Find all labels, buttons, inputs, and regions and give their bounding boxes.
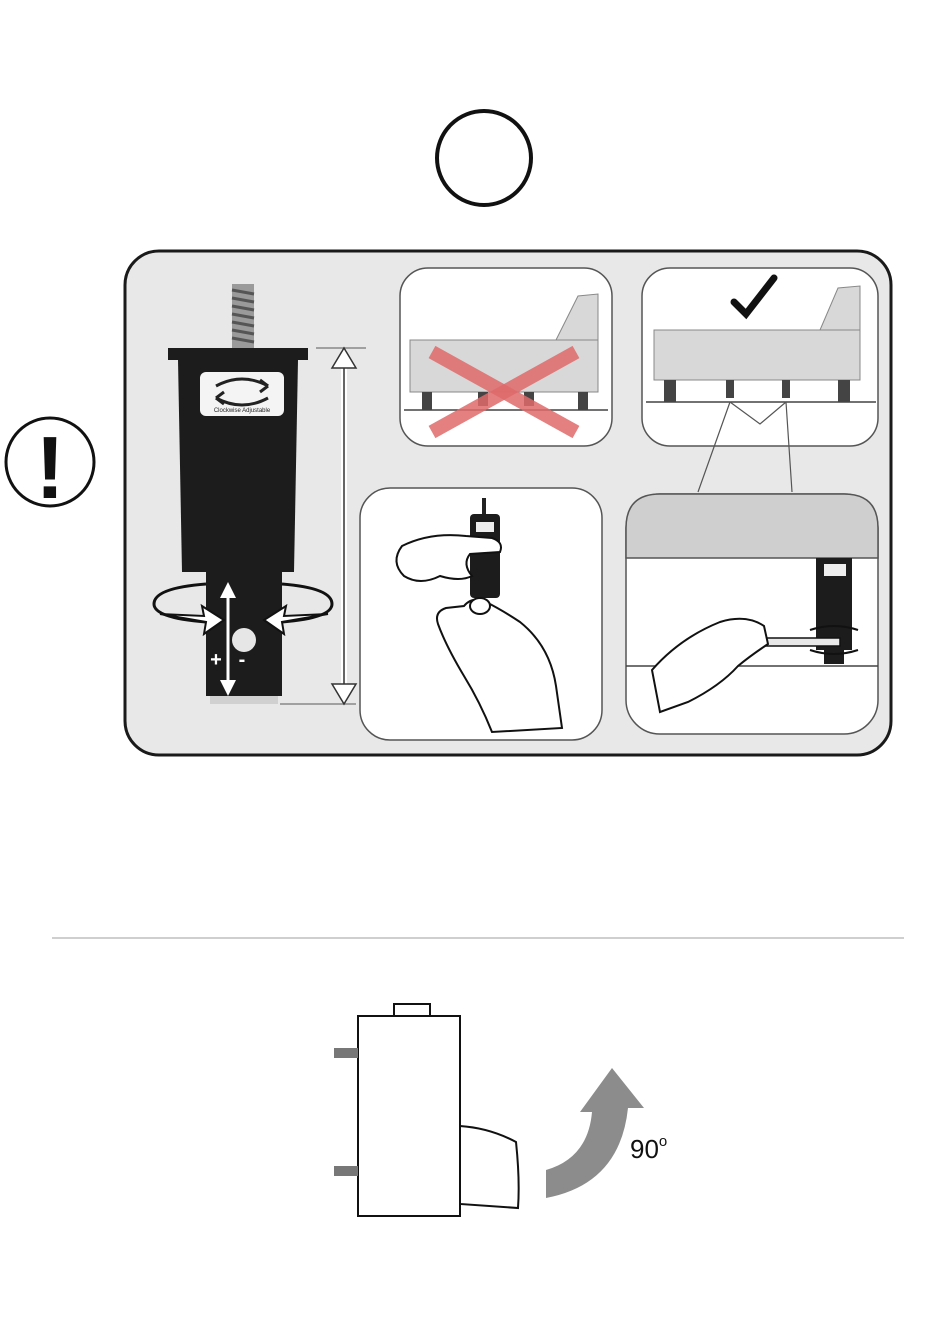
hand-screw-leg-panel: [360, 488, 602, 740]
plus-sign: +: [210, 649, 222, 671]
warning-symbol: !: [35, 418, 64, 510]
rotate-arrow-icon: [546, 1068, 644, 1198]
minus-sign: -: [239, 649, 246, 671]
threaded-bolt: [232, 284, 254, 350]
leg-label-text: Clockwise Adjustable: [214, 408, 271, 414]
rotation-angle: 90o: [630, 1133, 667, 1164]
leg-top-plate: [168, 348, 308, 360]
warning-icon: !: [2, 414, 98, 510]
mounting-block: [334, 1004, 519, 1216]
step-number-circle: [432, 106, 536, 210]
section-divider: [52, 937, 904, 939]
leg-foot-pad: [210, 696, 278, 704]
wrench-tighten-panel: [626, 494, 878, 734]
wrong-leg-placement-panel: [400, 268, 612, 446]
leg-adjustment-panel: Clockwise Adjustable + -: [120, 246, 900, 762]
rotation-figure: 90o: [320, 1000, 700, 1230]
